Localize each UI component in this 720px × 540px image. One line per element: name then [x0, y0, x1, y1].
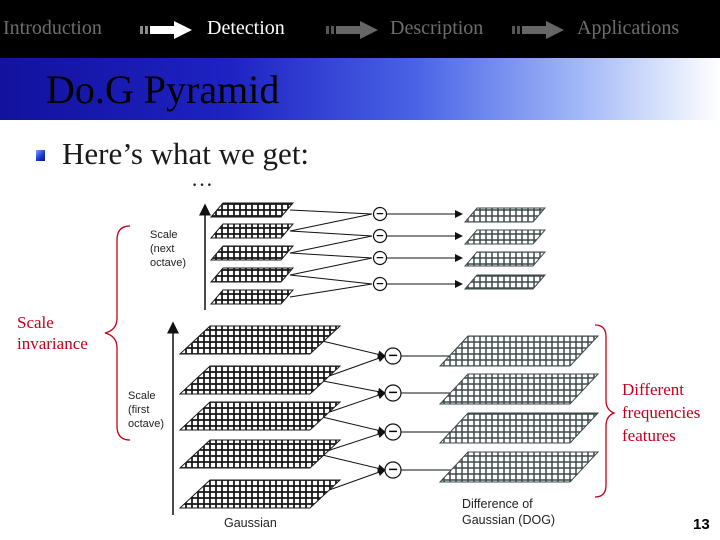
minus-node: [384, 423, 402, 441]
scale-next-label-2: (next: [150, 243, 174, 255]
gaussian-plane-first-octave: [178, 439, 342, 469]
minus-sign: −: [388, 463, 399, 478]
figure-subtraction-nodes: − − − − − − − −: [372, 206, 402, 479]
dog-plane-next-octave: [463, 274, 547, 290]
connector-line: [317, 453, 386, 473]
figure-planes: [178, 202, 600, 509]
gaussian-plane-next-octave: [209, 202, 295, 218]
minus-node: [372, 276, 388, 292]
minus-sign: −: [376, 230, 385, 242]
arrow-right-icon: [326, 21, 378, 39]
dog-label-2: Gaussian (DOG): [462, 513, 555, 527]
connector-line: [289, 283, 373, 298]
dog-label-1: Difference of: [462, 497, 533, 511]
gaussian-label: Gaussian: [224, 516, 277, 530]
dog-plane-next-octave: [463, 207, 547, 223]
dog-plane-next-octave: [463, 229, 547, 245]
connector-line: [317, 339, 386, 359]
bullet-text: Here’s what we get:: [62, 136, 310, 171]
title-band: [0, 58, 720, 120]
minus-sign: −: [388, 386, 399, 401]
gaussian-plane-first-octave: [178, 365, 342, 395]
minus-node: [372, 206, 388, 222]
scale-first-label-3: octave): [128, 418, 164, 430]
gaussian-plane-first-octave: [178, 401, 342, 431]
connector-line: [317, 379, 386, 396]
minus-node: [372, 228, 388, 244]
minus-sign: −: [376, 208, 385, 220]
arrow-right-icon: [140, 21, 192, 39]
connector-line: [289, 252, 373, 259]
ellipsis: …: [191, 166, 213, 191]
minus-sign: −: [376, 278, 385, 290]
gaussian-plane-next-octave: [209, 223, 295, 239]
frequencies-annotation: Different frequencies features: [622, 380, 701, 445]
nav-item-introduction[interactable]: Introduction: [3, 17, 102, 39]
connector-line: [289, 257, 373, 276]
gaussian-plane-next-octave: [209, 289, 295, 305]
minus-node: [372, 250, 388, 266]
nav-item-description[interactable]: Description: [390, 17, 484, 39]
dog-plane-first-octave: [438, 412, 600, 444]
gaussian-plane-next-octave: [209, 245, 295, 261]
minus-node: [384, 461, 402, 479]
minus-sign: −: [376, 252, 385, 264]
arrow-right-icon: [512, 21, 564, 39]
connector-line: [289, 209, 373, 215]
right-brace: [594, 324, 616, 498]
scale-first-label-1: Scale: [128, 390, 156, 402]
connector-line: [317, 415, 386, 435]
minus-node: [384, 384, 402, 402]
dog-plane-next-octave: [463, 251, 547, 267]
page-number: 13: [693, 516, 710, 533]
gaussian-plane-first-octave: [178, 479, 342, 509]
scale-invariance-annotation: Scale invariance: [17, 313, 88, 353]
page-title: Do.G Pyramid: [46, 67, 280, 112]
gaussian-plane-next-octave: [209, 267, 295, 283]
dog-plane-first-octave: [438, 451, 600, 483]
minus-sign: −: [388, 425, 399, 440]
nav-item-detection[interactable]: Detection: [207, 17, 285, 39]
navigation-bar: Introduction Detection Description Appli…: [0, 0, 720, 58]
dog-plane-first-octave: [438, 373, 600, 405]
connector-line: [289, 235, 373, 254]
scale-first-label-2: (first: [128, 404, 149, 416]
bullet-icon: [36, 150, 45, 161]
connector-line: [289, 213, 373, 232]
scale-next-label-1: Scale: [150, 229, 178, 241]
connector-line: [289, 230, 373, 237]
dog-plane-first-octave: [438, 335, 600, 367]
connector-line: [289, 274, 373, 285]
left-brace: [104, 225, 131, 441]
scale-next-label-3: octave): [150, 257, 186, 269]
minus-node: [384, 347, 402, 365]
nav-item-applications[interactable]: Applications: [577, 17, 680, 39]
minus-sign: −: [388, 349, 399, 364]
gaussian-plane-first-octave: [178, 325, 342, 355]
